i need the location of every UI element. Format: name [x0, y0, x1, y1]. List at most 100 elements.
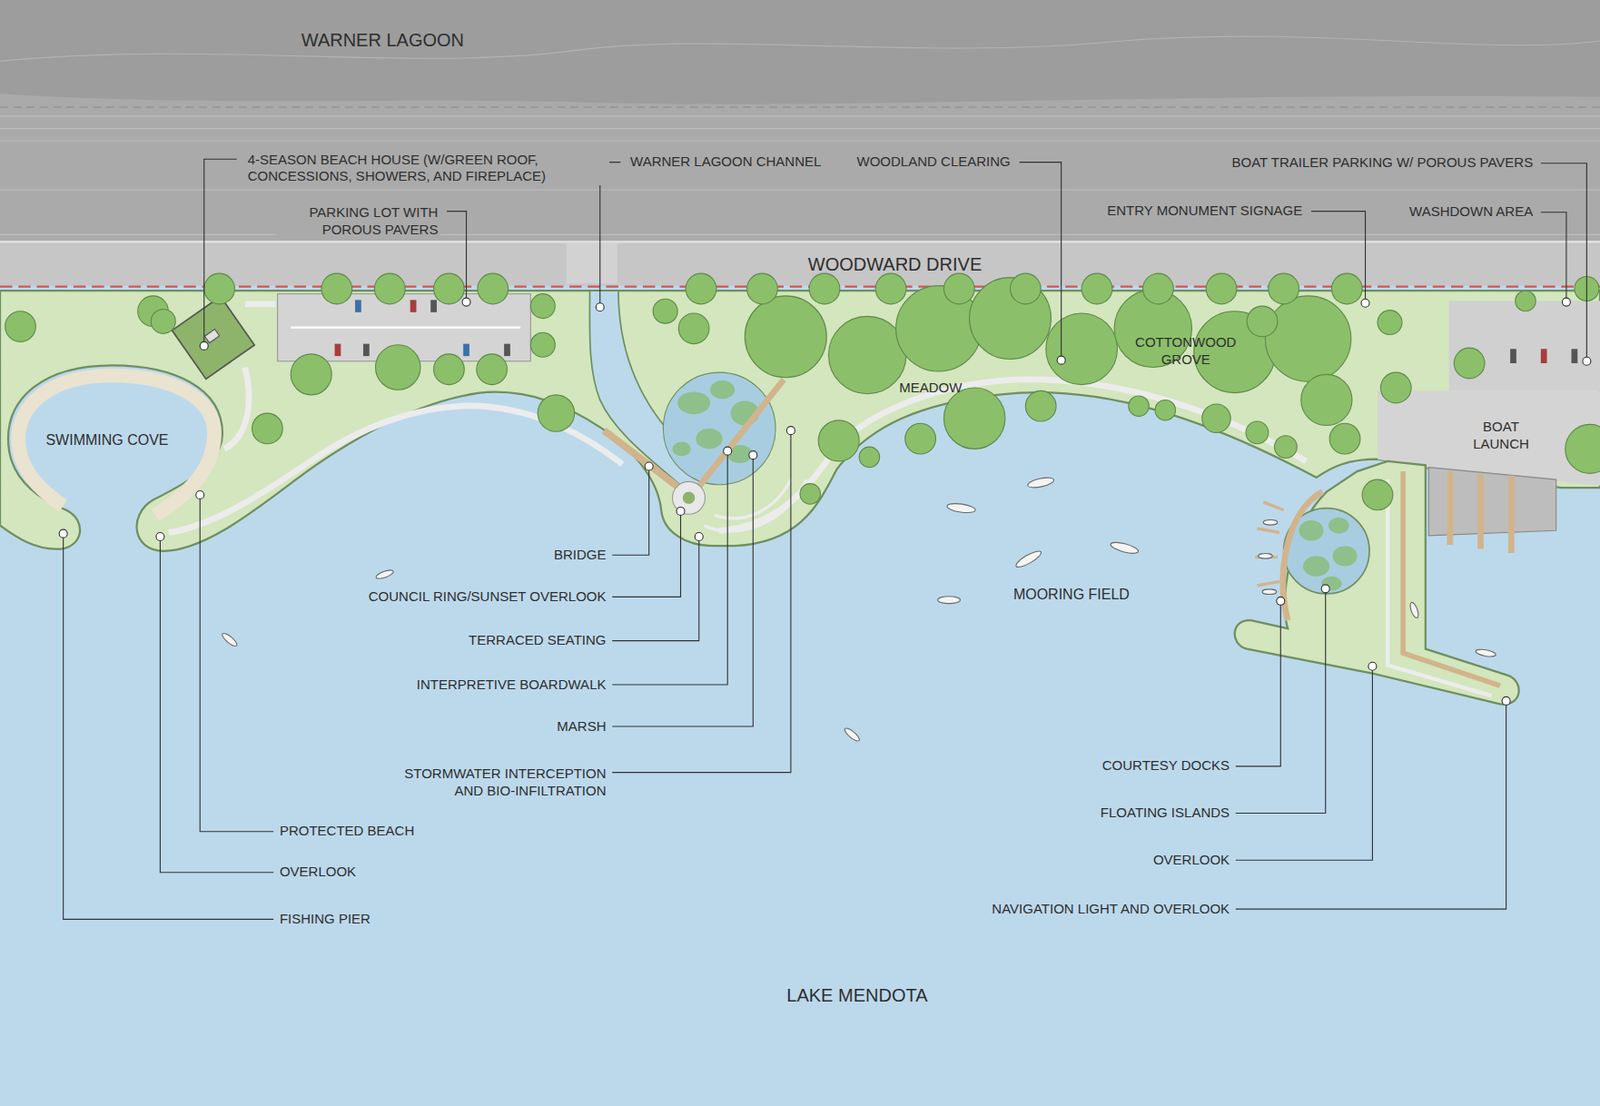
- callout-label: COUNCIL RING/SUNSET OVERLOOK: [368, 588, 607, 606]
- trees: [809, 273, 840, 305]
- trees: [150, 308, 176, 334]
- boat-launch: [1446, 471, 1453, 545]
- boats: [220, 475, 1497, 743]
- boat-launch: [1540, 348, 1548, 364]
- trees: [1128, 395, 1149, 416]
- callout-label: ENTRY MONUMENT SIGNAGE: [1104, 202, 1305, 220]
- channel-water: [677, 391, 711, 415]
- boat-launch: [1571, 348, 1579, 364]
- leader-lines: [1235, 588, 1326, 813]
- area-label: SWIMMING COVE: [45, 431, 168, 450]
- trees: [1081, 273, 1113, 305]
- leader-dots: [1582, 356, 1591, 366]
- leader-lines: [612, 536, 700, 642]
- leader-dots: [694, 533, 703, 542]
- boats: [938, 596, 961, 604]
- trees: [1025, 390, 1057, 422]
- leader-dots: [749, 451, 758, 460]
- trees: [204, 273, 236, 305]
- parking-lot: [355, 299, 362, 312]
- callout-label: FLOATING ISLANDS: [1100, 804, 1230, 822]
- boats: [1258, 553, 1274, 560]
- area-label: MEADOW: [898, 379, 962, 397]
- trees: [1009, 273, 1041, 305]
- boats: [1263, 519, 1278, 525]
- boat-launch: [1508, 475, 1515, 554]
- parking-lot: [410, 299, 417, 312]
- parking-lot: [290, 326, 521, 329]
- trees: [1565, 424, 1600, 474]
- water-body-label: LAKE MENDOTA: [786, 984, 928, 1008]
- leader-dots: [1501, 696, 1511, 705]
- leader-lines: [1540, 212, 1567, 303]
- beach-house: [171, 296, 255, 380]
- trees: [530, 332, 555, 357]
- bridge-boardwalk: [603, 379, 806, 532]
- area-label: MOORING FIELD: [1013, 585, 1130, 604]
- trees: [1331, 273, 1363, 305]
- trees: [375, 345, 421, 390]
- trees: [1274, 435, 1298, 459]
- leader-lines: [1235, 701, 1507, 909]
- callout-label: INTERPRETIVE BOARDWALK: [416, 676, 607, 694]
- callout-label: WOODLAND CLEARING: [854, 153, 1014, 171]
- leader-lines: [612, 465, 649, 555]
- leader-dots: [1561, 297, 1571, 307]
- callout-label: COURTESY DOCKS: [1102, 757, 1230, 775]
- boats: [1014, 548, 1044, 571]
- trees: [652, 298, 678, 324]
- leader-lines: [159, 536, 274, 873]
- leader-dots: [156, 533, 165, 542]
- channel-water: [710, 380, 735, 399]
- leader-lines: [1235, 601, 1281, 767]
- trees: [1264, 296, 1351, 382]
- leader-lines: [612, 451, 728, 685]
- leader-lines: [63, 158, 1588, 919]
- leader-dots: [1361, 298, 1370, 307]
- area-label: BOAT LAUNCH: [1463, 418, 1539, 454]
- leader-dots: [196, 490, 205, 499]
- leader-lines: [1019, 162, 1062, 361]
- leader-lines: [63, 533, 274, 920]
- parking-lot: [503, 344, 511, 356]
- leader-lines: [1235, 666, 1373, 860]
- trees: [1245, 421, 1269, 445]
- leader-dots: [644, 462, 653, 471]
- parking-lot: [335, 344, 342, 356]
- trees: [1046, 313, 1118, 386]
- callout-label: STORMWATER INTERCEPTION AND BIO-INFILTRA…: [376, 765, 606, 800]
- trees: [859, 446, 880, 467]
- trees: [1205, 273, 1237, 305]
- trees: [1246, 306, 1278, 337]
- trees: [818, 420, 860, 462]
- leader-lines: [446, 211, 466, 303]
- callout-label: NAVIGATION LIGHT AND OVERLOOK: [991, 900, 1230, 919]
- leader-dots: [59, 297, 1591, 705]
- trees: [685, 273, 717, 305]
- trees: [1202, 404, 1231, 433]
- lagoon-terrain: [0, 106, 1600, 108]
- callout-label: OVERLOOK: [1153, 851, 1230, 870]
- trees: [678, 313, 710, 345]
- callout-label: FISHING PIER: [279, 910, 371, 929]
- boat-launch: [1303, 555, 1330, 576]
- boats: [1408, 601, 1420, 619]
- leader-lines: [612, 430, 791, 772]
- trees: [1301, 374, 1353, 425]
- trees: [1268, 273, 1300, 305]
- road: [566, 242, 618, 284]
- trees: [434, 354, 465, 386]
- trees: [530, 294, 555, 319]
- lagoon-terrain: [0, 128, 1600, 129]
- callout-label: 4-SEASON BEACH HOUSE (W/GREEN ROOF, CONC…: [245, 151, 610, 187]
- boat-launch: [1299, 520, 1324, 541]
- trees: [875, 273, 907, 305]
- leader-dots: [786, 426, 795, 435]
- boat-launch: [1510, 348, 1517, 364]
- callout-label: TERRACED SEATING: [468, 632, 606, 650]
- leader-dots: [462, 297, 471, 307]
- callout-label: MARSH: [556, 718, 606, 736]
- channel-water: [695, 428, 722, 449]
